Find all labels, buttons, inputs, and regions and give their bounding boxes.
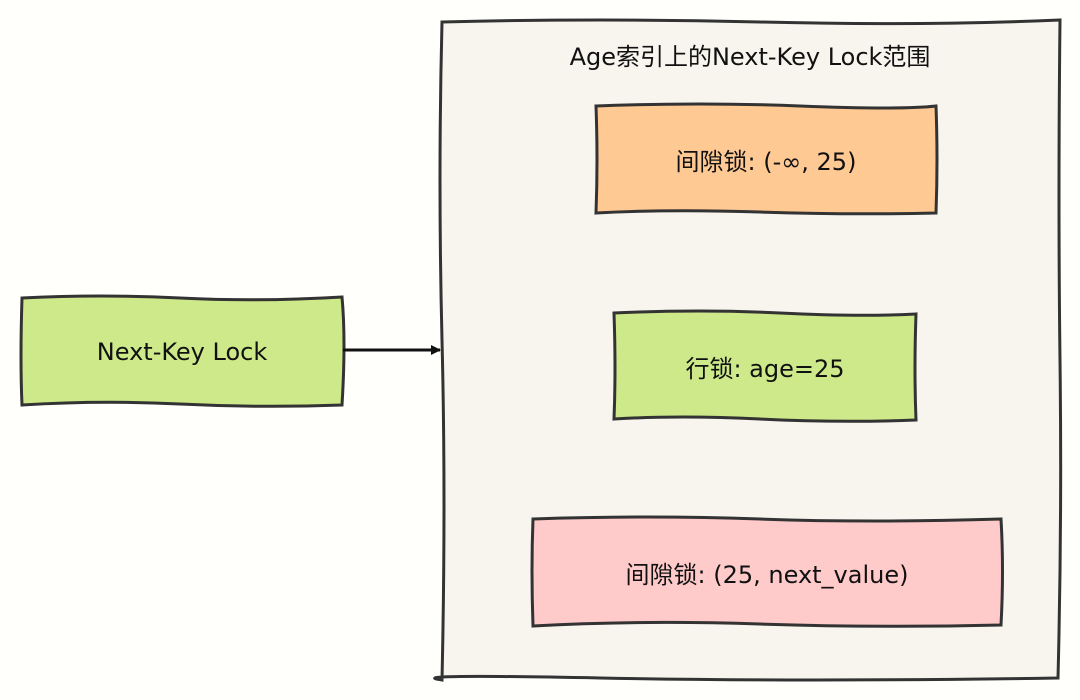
- gap-lock-lower-box[interactable]: [594, 102, 939, 216]
- source-node-box[interactable]: [19, 294, 346, 408]
- gap-lock-upper-box[interactable]: [530, 515, 1004, 628]
- source-node-label: Next-Key Lock: [96, 337, 268, 366]
- gap-lock-lower-label: 间隙锁: (-∞, 25): [675, 148, 857, 176]
- row-lock-box[interactable]: [612, 309, 918, 423]
- container-title: Age索引上的Next-Key Lock范围: [569, 42, 931, 71]
- gap-lock-upper-label: 间隙锁: (25, next_value): [625, 561, 909, 589]
- row-lock-label: 行锁: age=25: [685, 355, 845, 383]
